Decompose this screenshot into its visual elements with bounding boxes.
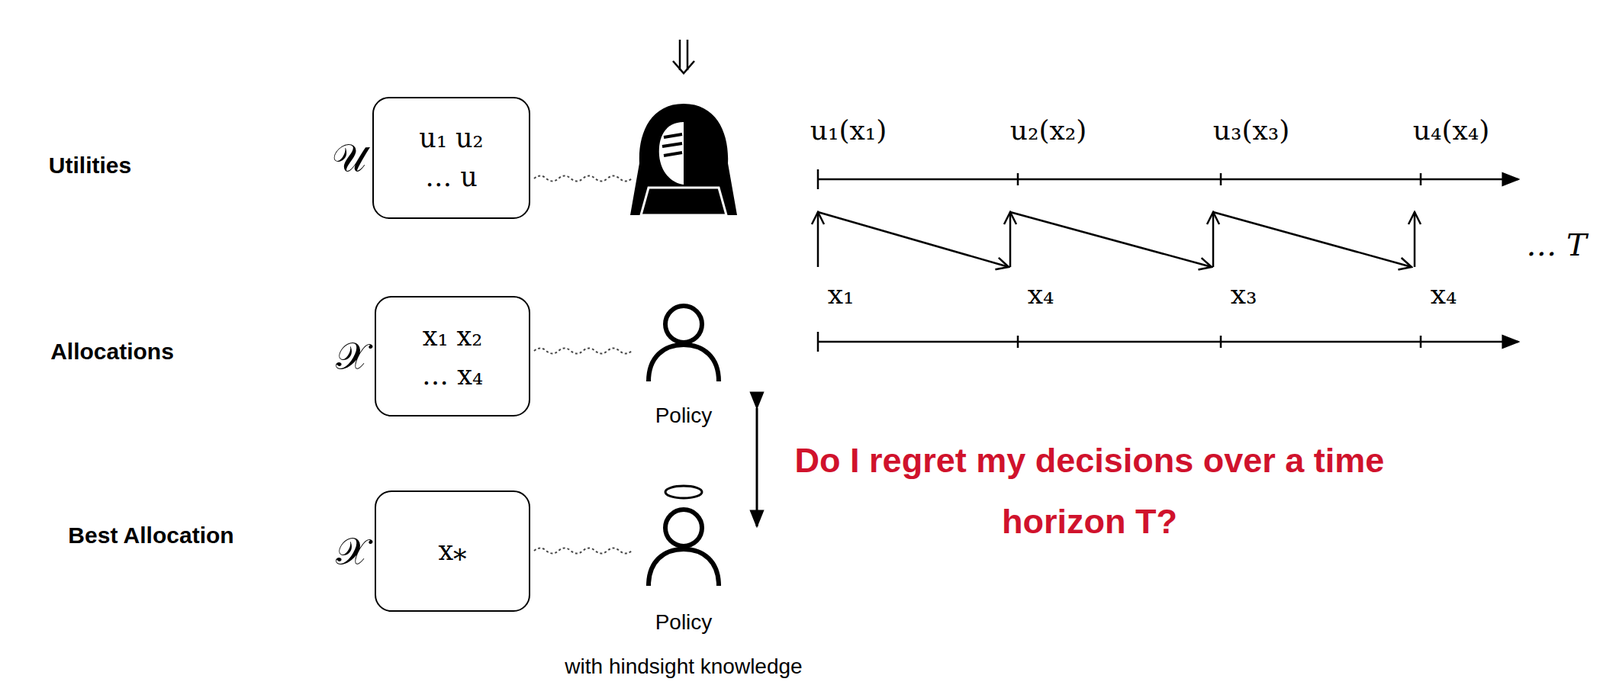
set-element: … u [424, 157, 478, 197]
set-symbol: 𝒳 [335, 334, 369, 380]
set-element: x₁ x₂ [422, 317, 483, 357]
policy-label: Policy [655, 403, 713, 429]
wavy-link [534, 176, 632, 554]
compare-arrow [756, 408, 759, 527]
set-box: 𝒰u₁ u₂… u [372, 96, 531, 219]
question-text: Do I regret my decisions over a time hor… [791, 430, 1388, 553]
policy-label: Policy [655, 610, 713, 635]
set-element: x⁎ [437, 531, 467, 571]
set-box: 𝒳x₁ x₂… x₄ [374, 296, 531, 417]
allocation-value: x₄ [1430, 278, 1458, 310]
horizon-label: … T [1525, 227, 1587, 263]
row-label: Best Allocation [67, 522, 234, 549]
utility-value: u₃(x₃) [1213, 114, 1290, 146]
row-label: Allocations [50, 338, 174, 365]
set-symbol: 𝒰 [331, 135, 367, 181]
utility-value: u₂(x₂) [1010, 114, 1087, 146]
set-element: … x₄ [421, 356, 483, 396]
adversary-icon [630, 103, 738, 216]
allocation-timeline [817, 331, 1519, 352]
set-symbol: 𝒳 [335, 528, 369, 574]
set-element: u₁ u₂ [418, 119, 483, 158]
allocation-value: x₄ [1027, 278, 1055, 310]
utility-value: u₁(x₁) [810, 114, 887, 146]
allocation-value: x₁ [827, 278, 855, 310]
row-label: Utilities [48, 152, 132, 179]
utility-value: u₄(x₄) [1413, 114, 1490, 146]
policy-person [648, 305, 719, 382]
input-arrow [672, 39, 695, 74]
allocation-value: x₃ [1230, 278, 1258, 310]
policy-note: with hindsight knowledge [564, 654, 802, 680]
hindsight-person [648, 486, 719, 586]
set-box: 𝒳x⁎ [374, 490, 531, 612]
utility-timeline [817, 169, 1519, 190]
feedback-arrows [817, 212, 1415, 268]
